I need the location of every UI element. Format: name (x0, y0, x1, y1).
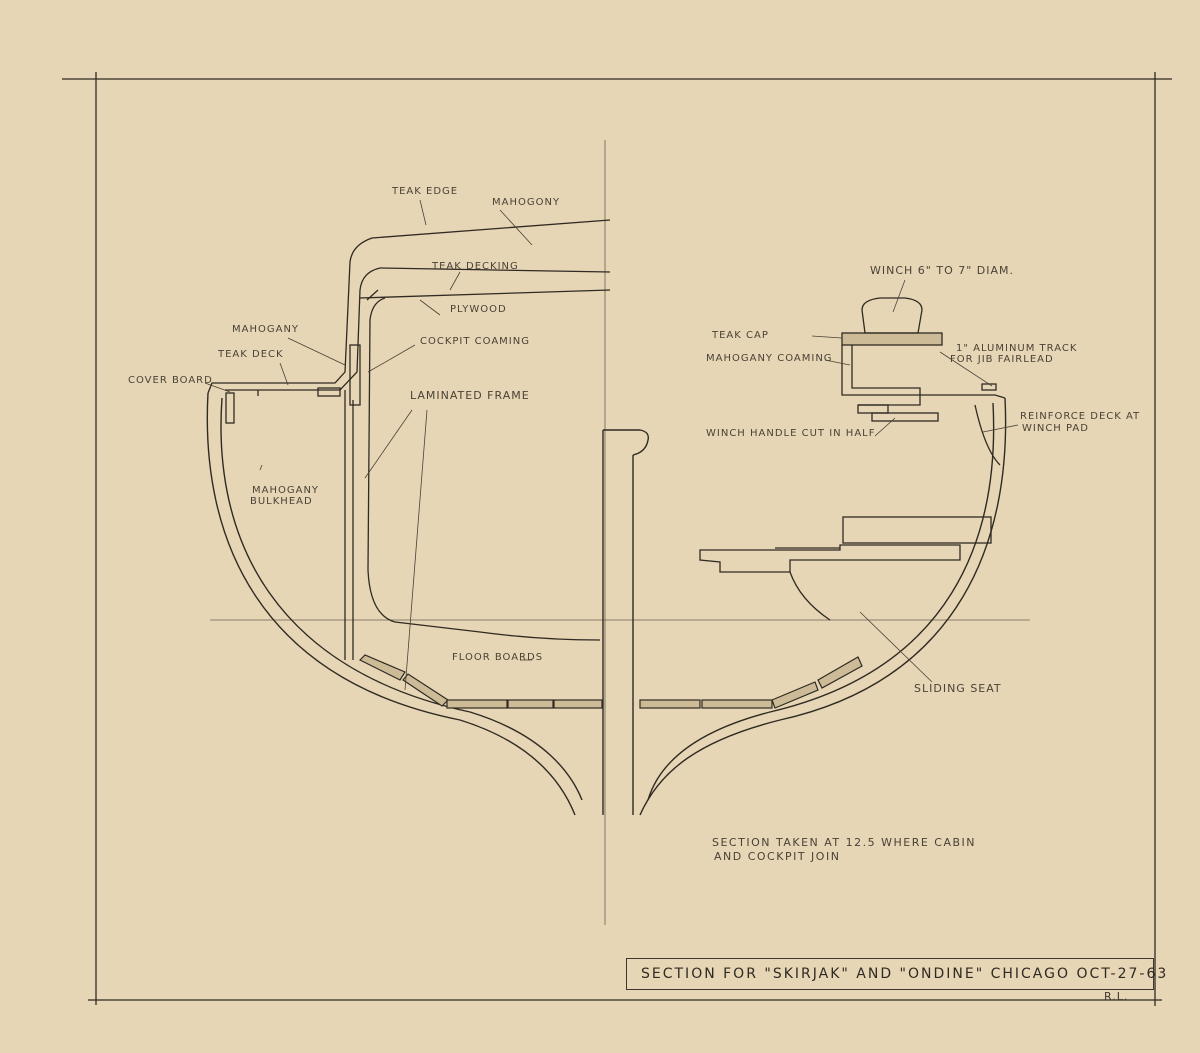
label-mahogany-bulkhead-1: MAHOGANY (252, 485, 320, 496)
title-text: SECTION FOR "SKIRJAK" AND "ONDINE" CHICA… (641, 966, 1169, 982)
label-teak-decking: TEAK DECKING (432, 261, 519, 272)
label-aluminum-track-2: FOR JIB FAIRLEAD (950, 354, 1054, 365)
label-mahogany-top: MAHOGONY (492, 197, 561, 208)
leader-lines (204, 199, 1019, 691)
reference-lines (210, 140, 1030, 925)
label-winch: WINCH 6" TO 7" DIAM. (870, 264, 1015, 277)
label-floor-boards: FLOOR BOARDS (452, 652, 544, 663)
drafter-initials: R.L. (1104, 990, 1129, 1003)
label-cockpit-coaming: COCKPIT COAMING (420, 336, 530, 347)
label-mahogany-bulkhead-2: BULKHEAD (250, 496, 313, 507)
label-sliding-seat: SLIDING SEAT (914, 682, 1002, 695)
label-mahogany-coaming: MAHOGANY COAMING (706, 353, 833, 364)
label-cover-board: COVER BOARD (128, 375, 213, 386)
label-teak-edge: TEAK EDGE (392, 186, 459, 197)
label-reinforce-1: REINFORCE DECK AT (1020, 411, 1141, 422)
title-block: SECTION FOR "SKIRJAK" AND "ONDINE" CHICA… (626, 958, 1166, 990)
cockpit-structure (699, 297, 1006, 621)
section-note-line-1: SECTION TAKEN AT 12.5 WHERE CABIN (712, 836, 977, 849)
border-frame (62, 72, 1172, 1006)
label-teak-deck: TEAK DECK (218, 349, 284, 360)
label-laminated-frame: LAMINATED FRAME (410, 389, 530, 402)
section-note-line-2: AND COCKPIT JOIN (714, 850, 841, 863)
label-plywood: PLYWOOD (450, 304, 507, 315)
cabin-structure (207, 219, 611, 660)
label-mahogany-left: MAHOGANY (232, 324, 300, 335)
label-teak-cap: TEAK CAP (712, 330, 769, 341)
label-aluminum-track-1: 1" ALUMINUM TRACK (956, 343, 1078, 354)
floor-boards (358, 654, 863, 709)
label-winch-handle: WINCH HANDLE CUT IN HALF (706, 428, 876, 439)
hull-section (206, 392, 1007, 816)
label-reinforce-2: WINCH PAD (1022, 423, 1089, 434)
